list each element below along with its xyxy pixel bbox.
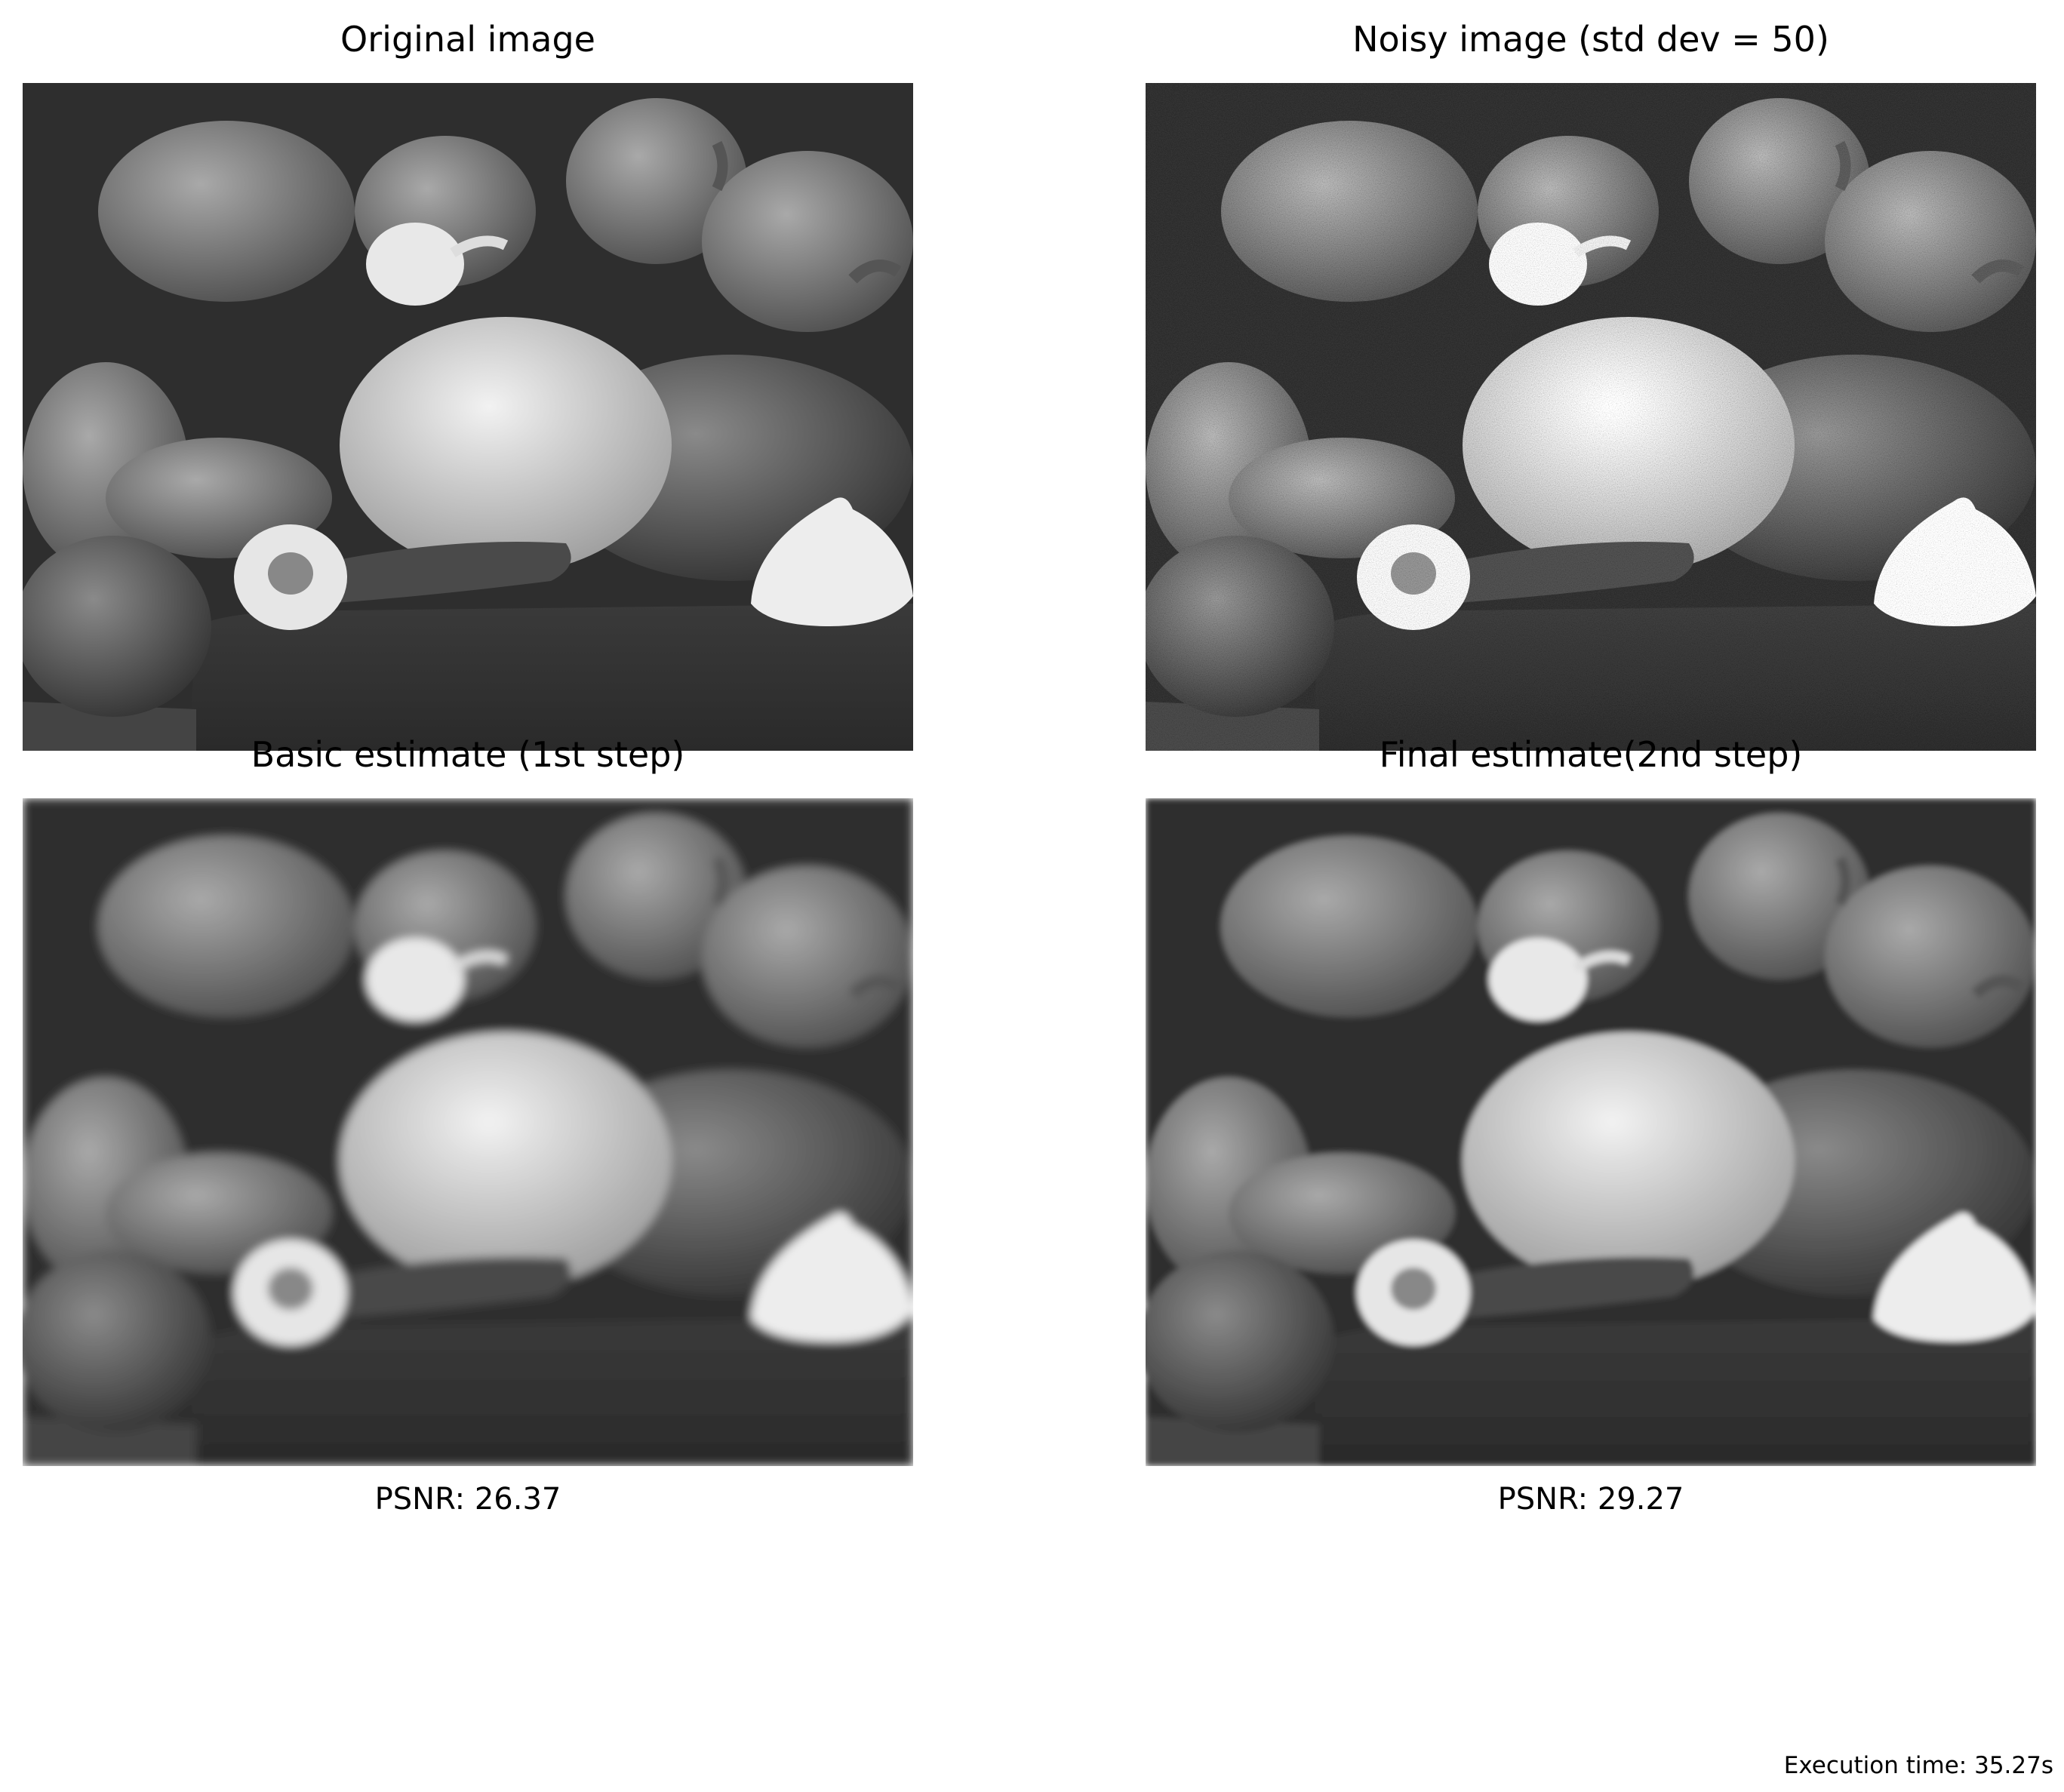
original-image (23, 83, 913, 751)
panel-title-final-estimate: Final estimate(2nd step) (1379, 734, 1803, 775)
panel-title-original: Original image (340, 19, 595, 60)
psnr-final: PSNR: 29.27 (1497, 1482, 1684, 1517)
final-estimate-image (1146, 798, 2036, 1466)
psnr-basic: PSNR: 26.37 (374, 1482, 561, 1517)
basic-estimate-image (23, 798, 913, 1466)
panel-title-noisy: Noisy image (std dev = 50) (1352, 19, 1829, 60)
execution-time: Execution time: 35.27s (1783, 1752, 2053, 1779)
panel-title-basic-estimate: Basic estimate (1st step) (251, 734, 685, 775)
noisy-image (1146, 83, 2036, 751)
